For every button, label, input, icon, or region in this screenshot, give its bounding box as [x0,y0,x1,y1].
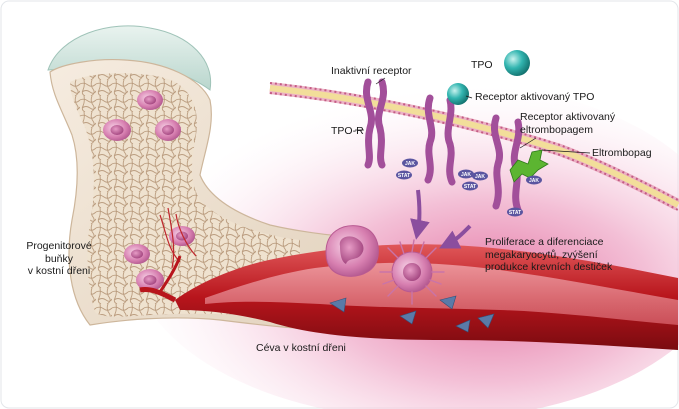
stat-tag: STAT [509,210,521,216]
label-tpo-r: TPO-R [331,125,364,137]
label-tpo: TPO [471,59,493,71]
leader-eltrombopag-receptor [519,137,537,149]
jak-tag: JAK [529,178,539,184]
platelet [329,297,347,313]
label-inactive-receptor: Inaktivní receptor [331,65,412,77]
label-progenitor-cells: Progenitorové buňky v kostní dřeni [24,240,94,278]
progenitor-cell [124,244,150,264]
eltrombopag-molecule [509,149,591,183]
label-eltrombopag-receptor-line2: eltrombopagem [520,123,593,136]
platelets [329,295,495,333]
jak-tag: JAK [405,161,415,167]
platelet [399,310,417,325]
progenitor-cell [155,119,181,141]
tpo-molecule [504,50,530,76]
platelet [477,313,495,329]
label-tpo-activated-receptor: Receptor aktivovaný TPO [475,91,595,103]
label-proliferation: Proliferace a diferenciace megakaryocytů… [485,236,612,274]
capillaries [159,207,197,269]
tpo-bound-molecule [447,83,469,105]
jak-tag: JAK [461,172,471,178]
label-progenitor-line1: Progenitorové [26,240,92,252]
jak-tag: JAK [475,174,485,180]
stat-tag: STAT [398,173,410,179]
progenitor-cell [136,269,164,291]
label-proliferation-line3: produkce krevních destiček [485,261,613,273]
label-vessel: Céva v kostní dřeni [256,342,346,354]
label-proliferation-line1: Proliferace a diferenciace [485,236,604,248]
platelet [455,319,471,333]
label-eltrombopag-receptor-line1: Receptor aktivovaný [520,111,616,123]
label-eltrombopag-receptor: Receptor aktivovaný eltrombopagem [520,111,615,136]
progenitor-cell [137,90,163,110]
blood-vessel [139,244,678,350]
progenitor-cells [103,90,195,291]
progenitor-cell [103,119,131,141]
megakaryocyte-1 [325,225,379,277]
leader-inactive [375,77,386,85]
label-progenitor-line3: v kostní dřeni [27,265,91,277]
receptor-tpo-activated [424,94,456,186]
label-progenitor-line2: buňky [44,252,74,265]
stat-tag: STAT [464,184,476,190]
megakaryocyte-2 [379,239,445,305]
platelet [439,295,457,310]
signal-tags: JAK STAT JAK STAT JAK JAK STAT [396,158,542,217]
signal-arrow-left [410,189,430,240]
cell-membrane [269,82,679,211]
signal-arrow-right [439,224,472,249]
receptor-inactive [363,78,387,169]
label-eltrombopag: Eltrombopag [592,147,652,159]
label-proliferation-line2: megakaryocytů, zvýšení [485,248,598,261]
progenitor-cell [169,226,195,246]
leader-tpo-activated [465,95,473,99]
